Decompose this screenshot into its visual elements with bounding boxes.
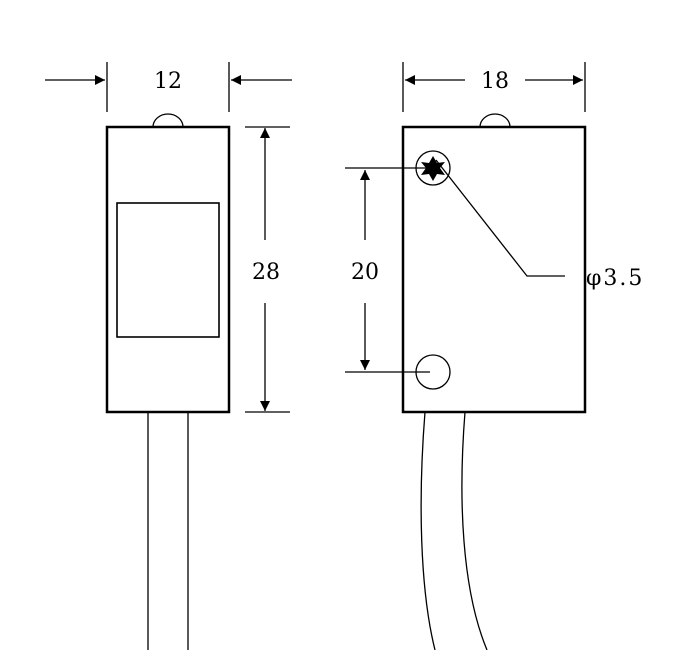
dim-20-label: 20 — [351, 260, 379, 285]
front-cable — [147, 412, 189, 650]
dim-12-extension-lines — [106, 62, 230, 112]
side-cable — [420, 411, 488, 650]
front-window — [116, 202, 220, 338]
hole-diameter-label: φ3.5 — [586, 266, 644, 291]
front-led-bump — [152, 113, 184, 128]
dim-20-extension-lines — [345, 167, 430, 373]
hole-leader-line — [435, 159, 565, 277]
dim-28-label: 28 — [252, 260, 280, 285]
dim-28-extension-lines — [245, 126, 290, 413]
side-body — [401, 125, 587, 414]
front-view — [45, 62, 292, 650]
side-led-bump — [479, 113, 511, 128]
dim-12-label: 12 — [154, 69, 182, 94]
dim-18-extension-lines — [402, 62, 586, 112]
leader-star-icon — [421, 156, 445, 181]
side-view — [345, 62, 587, 650]
front-body — [105, 125, 231, 414]
dim-18-label: 18 — [481, 69, 509, 94]
